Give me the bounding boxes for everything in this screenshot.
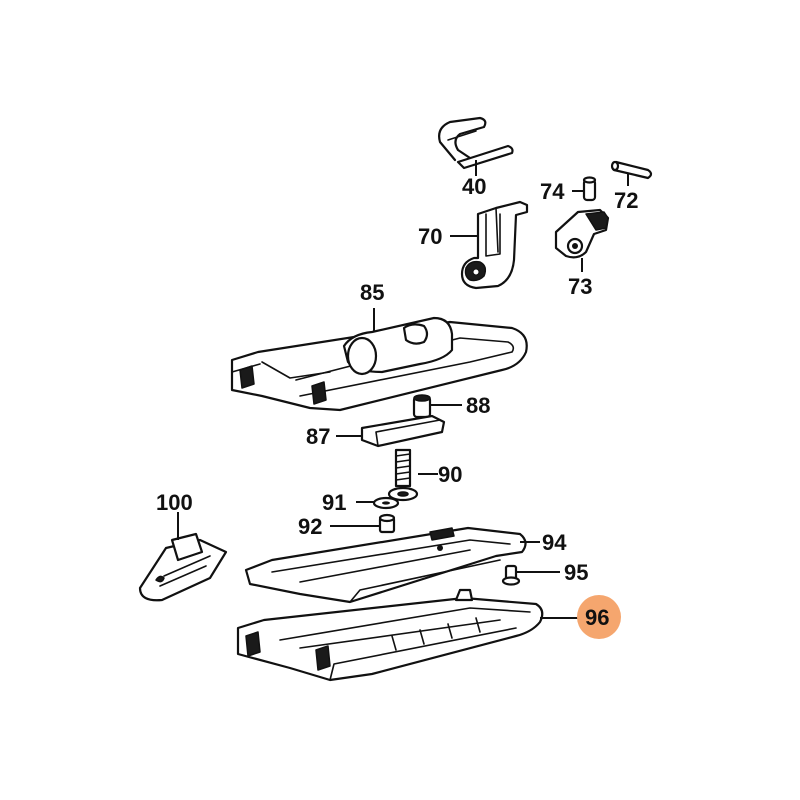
part-100-anti-splinter-insert[interactable] [138,532,228,602]
part-85-upper-base[interactable] [230,316,528,412]
label-74: 74 [540,179,565,204]
label-100: 100 [156,490,193,515]
part-90-screw[interactable] [387,448,419,502]
part-70-bracket[interactable] [460,200,529,290]
label-92: 92 [298,514,322,539]
label-96: 96 [585,605,609,630]
label-90: 90 [438,462,462,487]
part-72-roll-pin[interactable] [610,160,653,180]
highlight-marker-96[interactable] [577,595,621,639]
label-85: 85 [360,280,384,305]
label-87: 87 [306,424,330,449]
label-73: 73 [568,274,592,299]
label-95: 95 [564,560,588,585]
part-40-wire-clip[interactable] [438,116,514,170]
part-95-screw[interactable] [501,564,521,586]
label-91: 91 [322,490,346,515]
part-87-clamp-block[interactable] [360,414,446,448]
label-72: 72 [614,188,638,213]
part-94-base-plate[interactable] [244,526,527,604]
label-40: 40 [462,174,486,199]
part-73-lever[interactable] [554,208,610,259]
part-96-lower-shoe[interactable] [236,588,544,682]
part-91-washer[interactable] [372,496,400,510]
part-88-bushing[interactable] [412,394,432,419]
label-70: 70 [418,224,442,249]
part-74-pin[interactable] [582,176,597,202]
part-92-nut[interactable] [378,513,396,534]
label-94: 94 [542,530,567,555]
label-88: 88 [466,393,490,418]
